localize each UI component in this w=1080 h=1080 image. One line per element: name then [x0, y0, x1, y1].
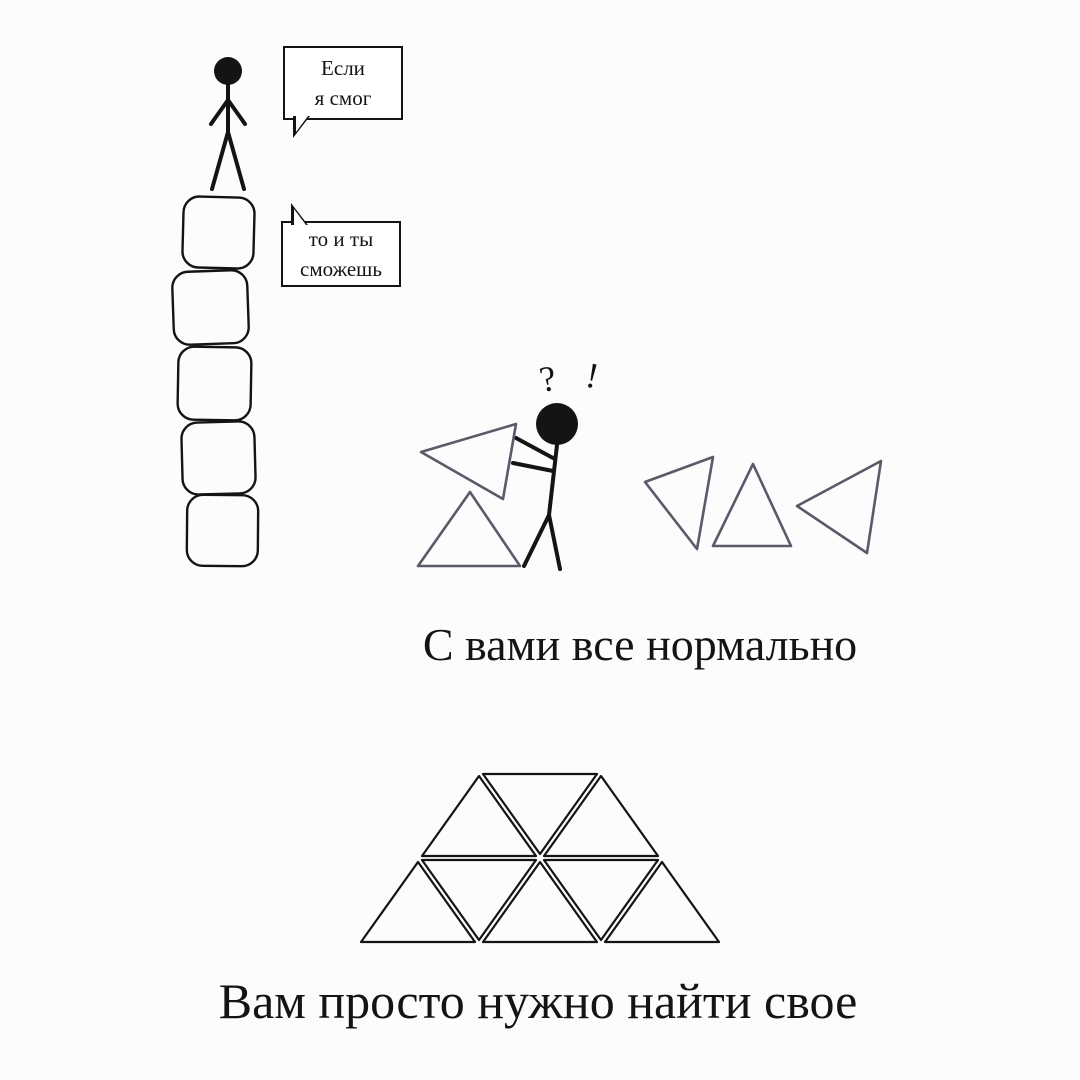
speech-bubble-second-text: то и ты сможешь: [300, 226, 382, 281]
triangle-piece: [420, 858, 538, 942]
figure-head: [536, 403, 578, 445]
loose-triangle: [795, 459, 883, 555]
figure-head: [214, 57, 242, 85]
caption-middle: С вами все нормально: [422, 619, 858, 670]
speech-bubble-first-text: Если я смог: [314, 55, 372, 110]
triangle-piece: [542, 858, 660, 942]
stick-figure-on-stack: [209, 57, 247, 191]
bubble-tail-down-fill: [296, 116, 308, 132]
stack-block: [180, 420, 257, 496]
stack-block: [171, 269, 250, 346]
figure-leg-left: [522, 513, 551, 568]
figure-leg-right: [226, 130, 246, 191]
caption-bottom: Вам просто нужно найти свое: [218, 973, 858, 1029]
question-mark: ?: [536, 358, 559, 400]
triangle-piece: [603, 860, 721, 944]
stack-block: [176, 345, 253, 422]
triangle-piece: [481, 860, 599, 944]
triangle-piece: [359, 860, 477, 944]
figure-leg-right: [547, 513, 562, 571]
triangle-piece: [481, 772, 599, 856]
figure-arm-right: [511, 461, 555, 473]
speech-bubble-first: Если я смог: [283, 46, 403, 138]
loose-triangles: [416, 422, 883, 568]
figure-arm-right: [226, 98, 247, 126]
figure-leg-left: [210, 130, 230, 191]
figure-body: [547, 443, 559, 517]
stack-block: [185, 493, 260, 568]
confused-figure: ? !: [511, 355, 602, 571]
ground-triangle: [416, 490, 522, 568]
speech-bubble-second: то и ты сможешь: [281, 203, 401, 287]
loose-triangle: [643, 455, 715, 551]
bubble-tail-up-fill: [294, 209, 306, 225]
loose-triangle: [711, 462, 793, 548]
triangle-pyramid: [359, 772, 721, 944]
figure-arm-left: [514, 436, 555, 460]
held-triangle: [419, 422, 518, 501]
block-stack: [171, 195, 260, 568]
exclamation-mark: !: [582, 355, 602, 397]
figure-arm-left: [209, 98, 230, 126]
stack-block: [181, 195, 256, 270]
triangle-piece: [420, 774, 538, 858]
triangle-piece: [542, 774, 660, 858]
